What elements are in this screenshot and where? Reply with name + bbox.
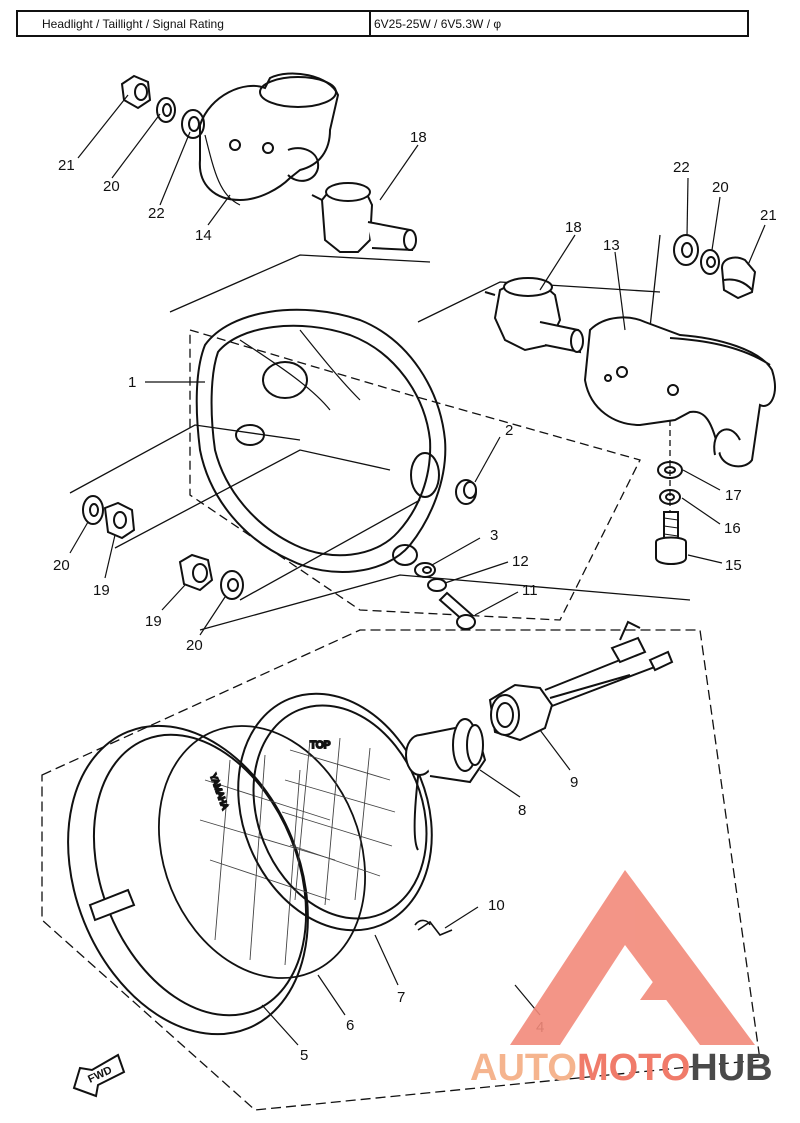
leader-lines xyxy=(69,94,766,1046)
nut-21-upper-left xyxy=(120,74,152,110)
callout-19b: 19 xyxy=(145,613,162,630)
washer-20-upper-left xyxy=(156,97,176,123)
stay-right-plane xyxy=(417,281,661,323)
mount-lower-plane xyxy=(239,499,421,601)
grommet-2 xyxy=(455,479,477,505)
watermark-hub: HUB xyxy=(690,1047,772,1089)
rating-value: 6V25-25W / 6V5.3W / φ xyxy=(374,16,502,31)
callout-1: 1 xyxy=(128,374,136,391)
callout-20a: 20 xyxy=(103,178,120,195)
callout-18b: 18 xyxy=(565,219,582,236)
nut-21-right xyxy=(720,256,757,300)
callout-7: 7 xyxy=(397,989,405,1006)
callout-20c: 20 xyxy=(53,557,70,574)
right-headlight-stay xyxy=(583,316,776,468)
mount-left-plane xyxy=(69,424,301,494)
nut-19-left xyxy=(103,501,136,540)
left-headlight-stay xyxy=(198,72,340,206)
washer-20-left xyxy=(82,495,104,525)
callout-21a: 21 xyxy=(58,157,75,174)
callout-10: 10 xyxy=(488,897,505,914)
callout-20d: 20 xyxy=(186,637,203,654)
watermark-triangle-logo xyxy=(510,870,755,1045)
washer-22-upper-left xyxy=(181,109,205,139)
callout-11: 11 xyxy=(522,582,538,599)
callout-13: 13 xyxy=(603,237,620,254)
washer-20-right xyxy=(700,249,720,275)
nut-19-lower xyxy=(178,553,214,592)
callout-14: 14 xyxy=(195,227,212,244)
housing-group-outline xyxy=(189,329,641,621)
automotohub-watermark: AUTOMOTOHUB xyxy=(470,870,773,1089)
callout-6: 6 xyxy=(346,1017,354,1034)
washer-22-right xyxy=(673,234,699,266)
damper-18-upper xyxy=(311,182,417,253)
mount-bottom-plane xyxy=(199,574,691,631)
bulb-8 xyxy=(405,718,487,784)
callout-5: 5 xyxy=(300,1047,308,1064)
callout-3: 3 xyxy=(490,527,498,544)
bulb-socket-9 xyxy=(488,620,674,742)
callout-21b: 21 xyxy=(760,207,777,224)
watermark-text: AUTOMOTOHUB xyxy=(470,1047,773,1089)
callout-19a: 19 xyxy=(93,582,110,599)
bolt-15 xyxy=(655,511,687,565)
headlight-housing xyxy=(195,308,447,573)
rating-label: Headlight / Taillight / Signal Rating xyxy=(18,12,371,35)
callout-16: 16 xyxy=(724,520,741,537)
callout-9: 9 xyxy=(570,774,578,791)
callout-2: 2 xyxy=(505,422,513,439)
rating-header: Headlight / Taillight / Signal Rating 6V… xyxy=(16,10,749,37)
callout-22b: 22 xyxy=(673,159,690,176)
callout-20b: 20 xyxy=(712,179,729,196)
washer-17 xyxy=(657,461,683,479)
clip-10 xyxy=(414,919,453,936)
headlight-unit-outline xyxy=(41,629,761,1111)
headlight-rim xyxy=(67,724,309,1036)
watermark-moto: MOTO xyxy=(577,1047,690,1089)
washer-16 xyxy=(659,489,681,505)
beam-top-mark: TOP xyxy=(310,740,331,751)
forward-arrow: FWD xyxy=(72,1053,126,1098)
washer-20-lower xyxy=(220,570,244,600)
callout-numbers: 21 20 22 14 18 1 18 13 22 20 21 2 20 19 … xyxy=(53,129,777,1064)
damper-18-right xyxy=(484,277,584,354)
screw-11 xyxy=(438,591,476,630)
callout-8: 8 xyxy=(518,802,526,819)
callout-22a: 22 xyxy=(148,205,165,222)
callout-15: 15 xyxy=(725,557,742,574)
sealed-beam-unit: TOP xyxy=(237,692,433,932)
washer-3 xyxy=(414,562,436,578)
callout-12: 12 xyxy=(512,553,529,570)
washer-12 xyxy=(427,578,447,592)
callout-18a: 18 xyxy=(410,129,427,146)
callout-17: 17 xyxy=(725,487,742,504)
stay-left-plane xyxy=(169,254,431,313)
watermark-auto: AUTO xyxy=(470,1047,577,1089)
mount-left-plane-lower xyxy=(114,449,391,549)
